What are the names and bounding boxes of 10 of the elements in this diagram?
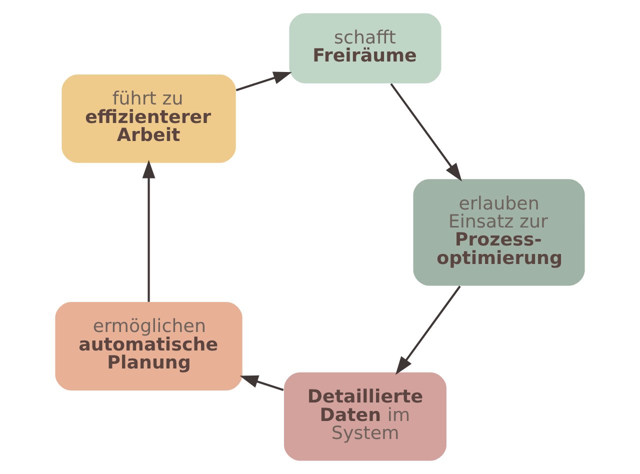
node-box: Detaillierte Daten im System — [284, 372, 446, 461]
arrow — [142, 160, 156, 302]
node-box: ermöglichen automatische Planung — [55, 302, 242, 390]
node-box: führt zu effizienterer Arbeit — [62, 74, 236, 163]
arrow — [396, 286, 461, 375]
node-box: erlauben Einsatz zur Prozess- optimierung — [413, 179, 585, 286]
arrow — [390, 83, 462, 182]
arrow — [240, 375, 284, 391]
arrow — [236, 72, 292, 92]
node-box: schafft Freiräume — [289, 13, 442, 84]
